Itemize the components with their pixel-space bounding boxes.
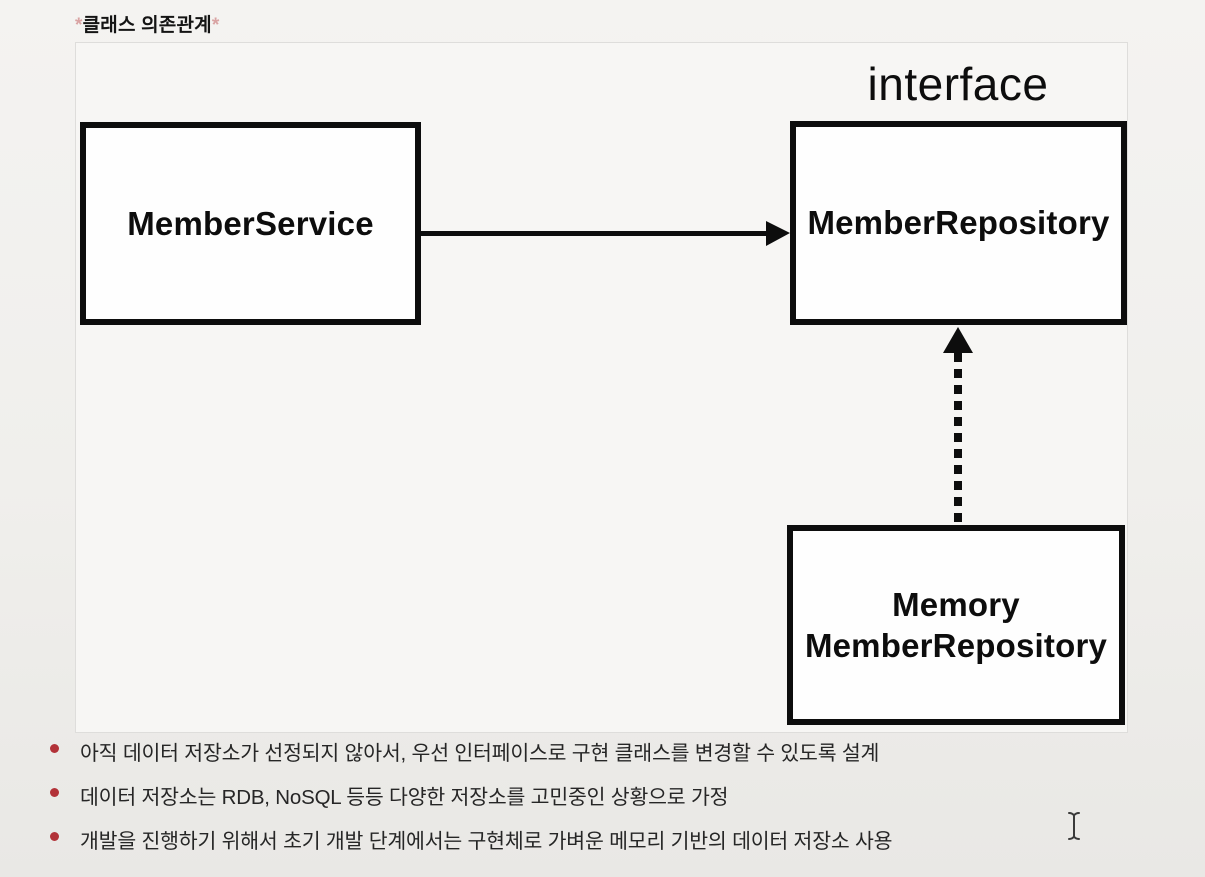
class-dependency-diagram: interface MemberService MemberRepository… (75, 42, 1128, 733)
member-service-label: MemberService (127, 204, 374, 242)
dependency-arrow (421, 221, 790, 246)
bullet-text: 개발을 진행하기 위해서 초기 개발 단계에서는 구현체로 가벼운 메모리 기반… (80, 830, 893, 853)
bullet-text: 데이터 저장소는 RDB, NoSQL 등등 다양한 저장소를 고민중인 상황으… (80, 786, 729, 809)
title-text: 클래스 의존관계 (82, 15, 212, 36)
member-repository-box: MemberRepository (790, 121, 1127, 325)
bullet-dot-icon (50, 832, 59, 841)
interface-label: interface (867, 58, 1049, 110)
title-asterisk-open: * (75, 15, 83, 36)
list-item: 개발을 진행하기 위해서 초기 개발 단계에서는 구현체로 가벼운 메모리 기반… (50, 824, 1150, 854)
member-repository-label: MemberRepository (807, 204, 1110, 242)
list-item: 데이터 저장소는 RDB, NoSQL 등등 다양한 저장소를 고민중인 상황으… (50, 780, 1150, 810)
implements-arrowhead-icon (943, 327, 973, 353)
text-cursor-icon (1066, 811, 1082, 841)
implements-arrow-shaft (954, 353, 962, 525)
title-asterisk-close: * (211, 15, 220, 36)
page-title: *클래스 의존관계* (75, 10, 219, 37)
bullet-text: 아직 데이터 저장소가 선정되지 않아서, 우선 인터페이스로 구현 클래스를 … (80, 742, 880, 765)
bullet-dot-icon (50, 744, 59, 753)
dependency-arrowhead-icon (766, 221, 790, 246)
member-service-box: MemberService (80, 122, 421, 325)
implements-arrow (942, 327, 974, 525)
dependency-arrow-shaft (421, 231, 769, 236)
memory-member-repository-label: Memory MemberRepository (804, 585, 1108, 664)
list-item: 아직 데이터 저장소가 선정되지 않아서, 우선 인터페이스로 구현 클래스를 … (50, 736, 1150, 766)
bullet-dot-icon (50, 788, 59, 797)
memory-member-repository-box: Memory MemberRepository (787, 525, 1125, 725)
bullet-list: 아직 데이터 저장소가 선정되지 않아서, 우선 인터페이스로 구현 클래스를 … (50, 736, 1150, 868)
